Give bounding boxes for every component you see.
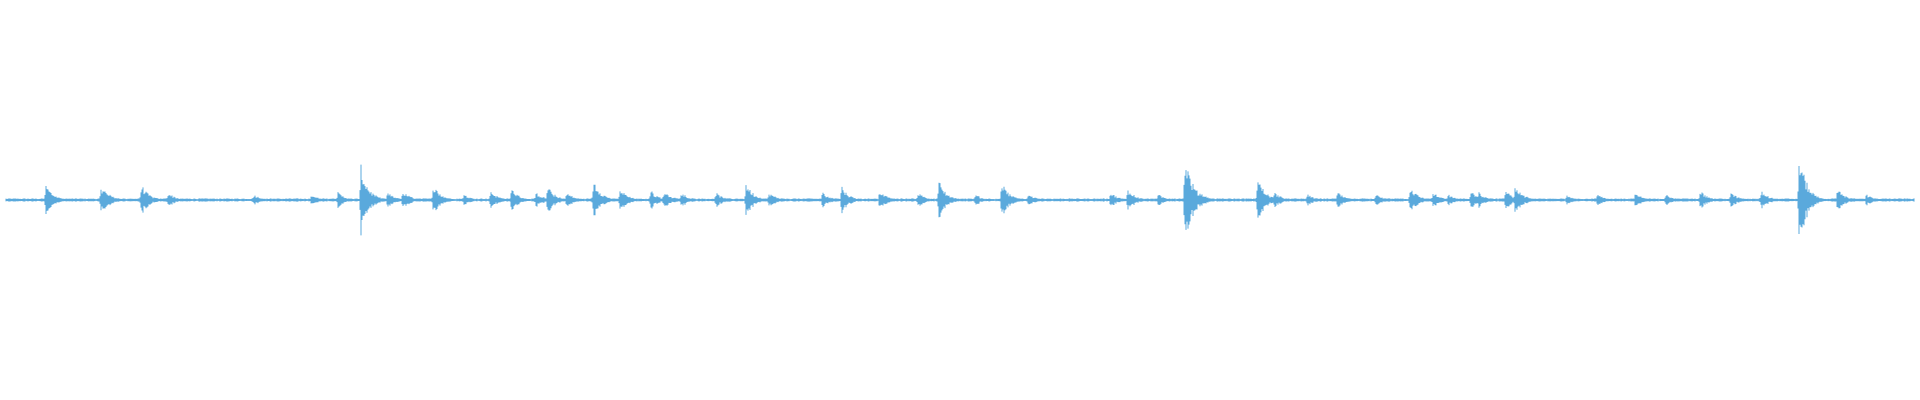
waveform-path [5,164,1915,236]
